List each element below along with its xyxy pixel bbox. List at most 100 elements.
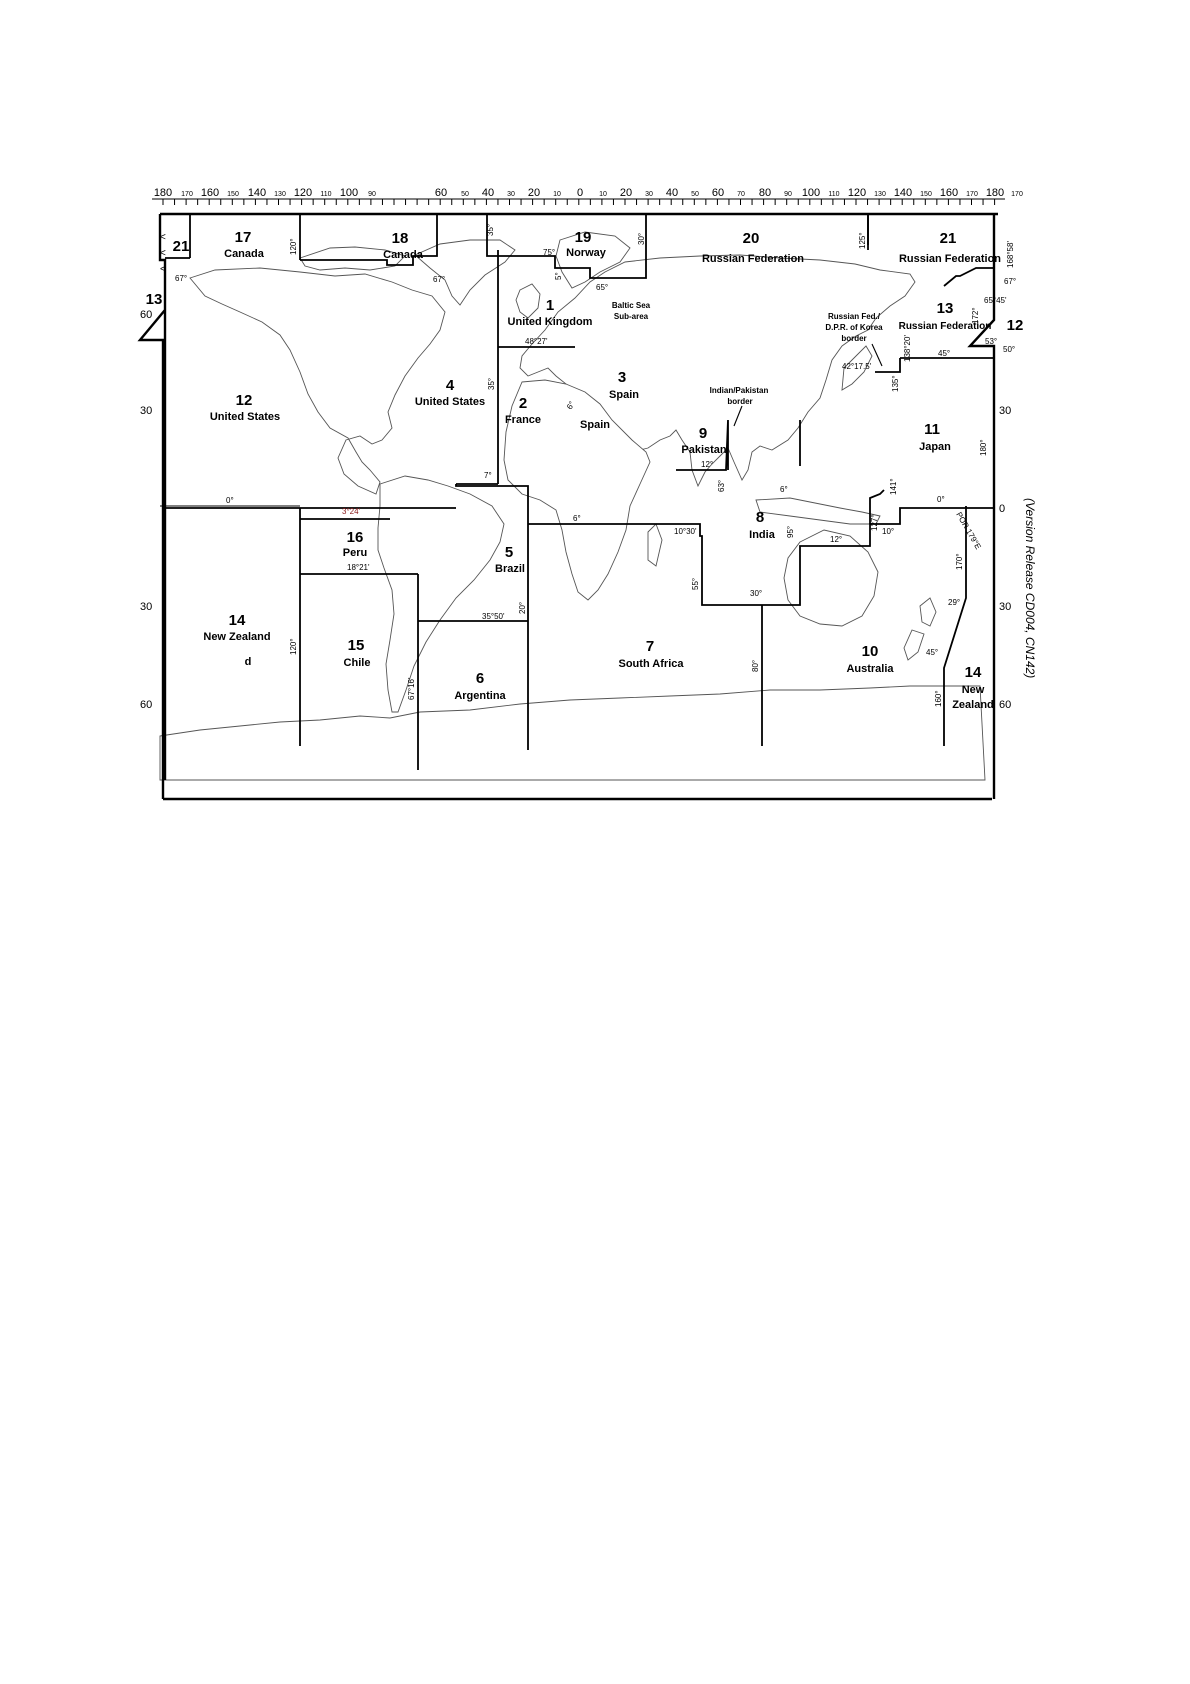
- japan: [841, 345, 873, 391]
- longitude-tick-label: 40: [666, 187, 678, 199]
- degree-label: 135°: [891, 375, 900, 392]
- degree-label: 12°: [701, 460, 713, 469]
- region-labels: 1 United Kingdom 2 France 3 Spain Spain …: [146, 229, 1024, 711]
- arrow-icon: <: [160, 264, 166, 275]
- degree-label: 63°: [717, 480, 726, 492]
- region-number: 16: [347, 529, 364, 546]
- longitude-tick-label: 30: [645, 191, 653, 198]
- region-name: India: [749, 529, 776, 541]
- region-name: United Kingdom: [508, 316, 593, 328]
- region-name: Russian Federation: [899, 253, 1001, 265]
- region-number: 9: [699, 425, 707, 442]
- region-name: Brazil: [495, 563, 525, 575]
- degree-label: 45°: [926, 648, 938, 657]
- longitude-tick-label: 70: [737, 191, 745, 198]
- degree-label: 67°: [175, 274, 187, 283]
- degree-label: 180°: [979, 439, 988, 456]
- region-name: Australia: [846, 663, 894, 675]
- longitude-tick-label: 170: [181, 191, 193, 198]
- region-name: South Africa: [619, 658, 685, 670]
- degree-label: 10°: [882, 527, 894, 536]
- degree-label: 125°: [858, 232, 867, 249]
- longitude-tick-label: 30: [507, 191, 515, 198]
- degree-label: 0°: [937, 495, 945, 504]
- lat-label: 30: [999, 405, 1011, 417]
- degree-label: 30°: [750, 589, 762, 598]
- baltic-caption-line1: Baltic Sea: [612, 301, 651, 310]
- degree-label: 5°: [554, 272, 563, 280]
- longitude-tick-label: 120: [294, 187, 312, 199]
- region-number-12-east: 12: [1007, 317, 1024, 334]
- region-name: Pakistan: [681, 444, 727, 456]
- zone-boundaries: [137, 212, 998, 801]
- degree-label: 10°30': [674, 527, 697, 536]
- degree-label: 45°: [938, 349, 950, 358]
- region-number: 17: [235, 229, 252, 246]
- region-number: 12: [236, 392, 253, 409]
- degree-label: 80°: [751, 660, 760, 672]
- region-number: 21: [940, 230, 957, 247]
- degree-label: 67°16': [407, 677, 416, 700]
- longitude-tick-label: 170: [966, 191, 978, 198]
- longitude-tick-label: 90: [368, 191, 376, 198]
- region-number: 15: [348, 637, 365, 654]
- degree-label: 42°17.5': [842, 362, 872, 371]
- degree-label: 67°: [1004, 277, 1016, 286]
- longitude-tick-label: 130: [274, 191, 286, 198]
- region-name: Japan: [919, 441, 951, 453]
- region-number: 11: [924, 421, 940, 438]
- degree-label: 7°: [484, 471, 492, 480]
- longitude-tick-label: 130: [874, 191, 886, 198]
- region-number: 5: [505, 544, 513, 561]
- degree-label: POR 179°E: [954, 511, 983, 551]
- region-number: 14: [229, 612, 246, 629]
- degree-label: 65°: [596, 283, 608, 292]
- left-arrows: < < <: [160, 232, 166, 275]
- version-note: (Version Release CD004, CN142): [1023, 498, 1037, 678]
- longitude-tick-label: 100: [802, 187, 820, 199]
- madagascar: [647, 523, 663, 567]
- lat-label: 60: [999, 699, 1011, 711]
- latitude-labels: 60 30 30 60 30 0 30 60: [140, 309, 1011, 711]
- region-number: 10: [862, 643, 879, 660]
- region-name: Spain: [609, 389, 639, 401]
- rus-dprk-pointer: [871, 343, 883, 367]
- longitude-tick-label: 110: [828, 191, 839, 198]
- lat-label: 30: [140, 405, 152, 417]
- degree-label: 30°: [637, 233, 646, 245]
- region-number-21-west: 21: [173, 238, 190, 255]
- lat-label: 60: [140, 699, 152, 711]
- lat-label: 60: [140, 309, 152, 321]
- longitude-tick-label: 160: [940, 187, 958, 199]
- nz-east-line2: Zealand: [952, 699, 994, 711]
- longitude-tick-label: 150: [227, 191, 239, 198]
- degree-label: 170°: [955, 553, 964, 570]
- longitude-tick-label: 170: [1011, 191, 1023, 198]
- longitude-tick-label: 0: [577, 187, 583, 199]
- region-number: 13: [937, 300, 954, 317]
- longitude-tick-label: 40: [482, 187, 494, 199]
- lat-label: 30: [999, 601, 1011, 613]
- australia: [783, 529, 879, 627]
- degree-label: 0°: [226, 496, 234, 505]
- region-name: New Zealand: [203, 631, 270, 643]
- degree-label: 53°: [985, 337, 997, 346]
- arctic-islands: [299, 246, 406, 271]
- region-number: 8: [756, 509, 764, 526]
- region-name: Chile: [344, 657, 371, 669]
- south-america: [377, 475, 505, 713]
- indopak-caption-line1: Indian/Pakistan: [710, 386, 769, 395]
- degree-label: 12°: [830, 535, 842, 544]
- longitude-tick-label: 180: [154, 187, 172, 199]
- degree-label: 127°: [870, 514, 879, 531]
- degree-label: 160°: [934, 690, 943, 707]
- arrow-icon: <: [160, 232, 166, 243]
- longitude-tick-label: 60: [712, 187, 724, 199]
- degree-label: 95°: [786, 526, 795, 538]
- region-name: United States: [210, 411, 280, 423]
- longitude-tick-label: 20: [620, 187, 632, 199]
- longitude-tick-label: 60: [435, 187, 447, 199]
- region-number: 20: [743, 230, 760, 247]
